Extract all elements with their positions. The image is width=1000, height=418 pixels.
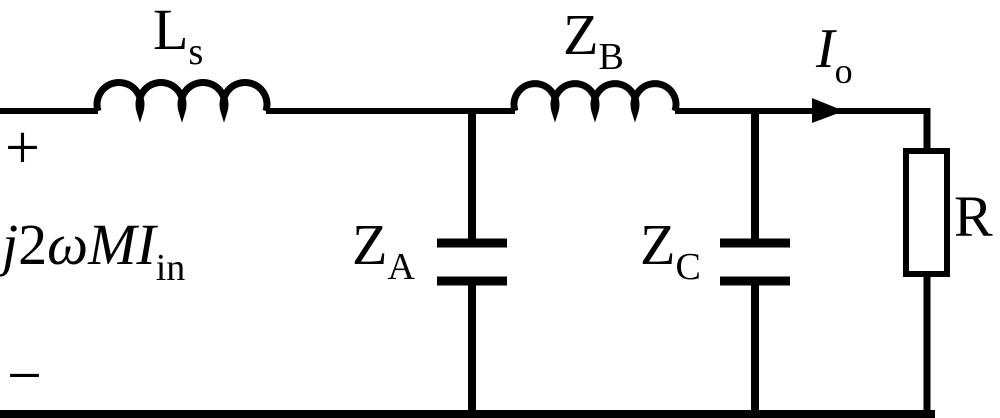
polarity-minus-sign: − [7, 345, 42, 407]
label-Io: Io [816, 21, 853, 89]
label-Io-subscript: o [834, 51, 853, 91]
polarity-plus-sign: + [5, 117, 40, 179]
label-source-subscript: in [155, 247, 186, 289]
label-Zb: ZB [563, 6, 624, 78]
polarity-minus-text: − [7, 342, 42, 410]
label-Ls-subscript: s [188, 31, 204, 73]
label-R: R [954, 188, 993, 246]
label-source-2: 2 [18, 212, 48, 277]
label-Zb-subscript: B [598, 36, 624, 78]
polarity-plus-text: + [5, 114, 40, 182]
current-arrowhead [812, 98, 844, 123]
label-source-voltage: j2ωMIin [2, 216, 186, 289]
label-Zc: ZC [640, 216, 701, 288]
label-R-text: R [954, 184, 993, 249]
label-Io-base: I [816, 18, 835, 80]
label-Zc-subscript: C [675, 246, 701, 288]
resistor-R-body [903, 148, 950, 277]
label-source-j: j [2, 212, 19, 277]
label-source-omega: ω [47, 212, 89, 277]
label-Zc-base: Z [640, 212, 676, 277]
label-Za-subscript: A [387, 246, 415, 288]
label-source-MI: MI [88, 212, 156, 277]
inductor-Ls-coil [93, 78, 271, 123]
label-Ls-base: L [153, 0, 189, 62]
label-Ls: Ls [153, 0, 204, 73]
label-Za-base: Z [352, 212, 388, 277]
inductor-Zb-coil [510, 80, 680, 123]
label-Za: ZA [352, 216, 415, 288]
label-Zb-base: Z [563, 2, 599, 67]
